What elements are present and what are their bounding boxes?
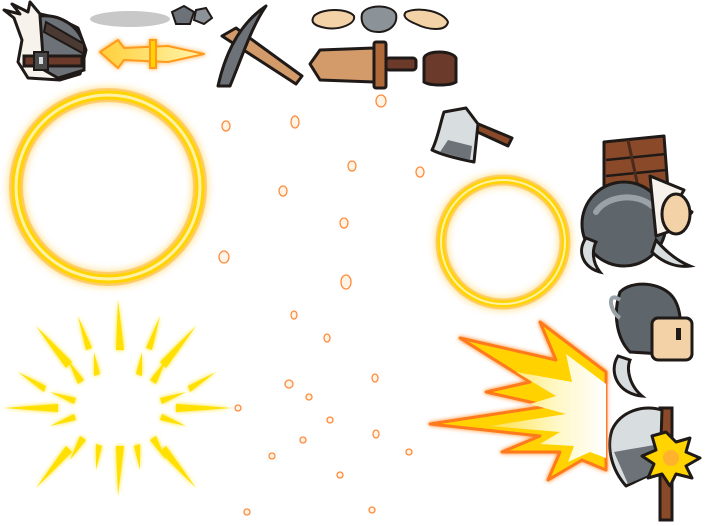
small-glow-ring-icon <box>435 174 571 310</box>
wooden-sword-icon <box>308 40 418 90</box>
hand-axe-icon <box>430 106 514 164</box>
wood-handle-icon <box>422 50 458 87</box>
rock-chunks-icon <box>170 4 214 26</box>
battle-axe-icon <box>608 406 702 522</box>
skin-blob-icon <box>403 8 450 30</box>
viking-helmet-face-icon <box>609 282 694 398</box>
viking-back-view-icon <box>580 134 696 275</box>
fire-blast-icon <box>428 320 608 482</box>
pickaxe-icon <box>216 4 304 88</box>
shadow-ellipse-icon <box>90 11 170 27</box>
spiky-burst-icon <box>4 300 232 496</box>
ember-particles-icon <box>218 94 425 516</box>
viking-beard-head-icon <box>2 0 88 82</box>
grey-stone-icon <box>360 5 398 34</box>
large-glow-ring-icon <box>9 88 207 286</box>
glowing-sword-icon <box>99 39 205 69</box>
skin-blob-icon <box>311 9 356 30</box>
